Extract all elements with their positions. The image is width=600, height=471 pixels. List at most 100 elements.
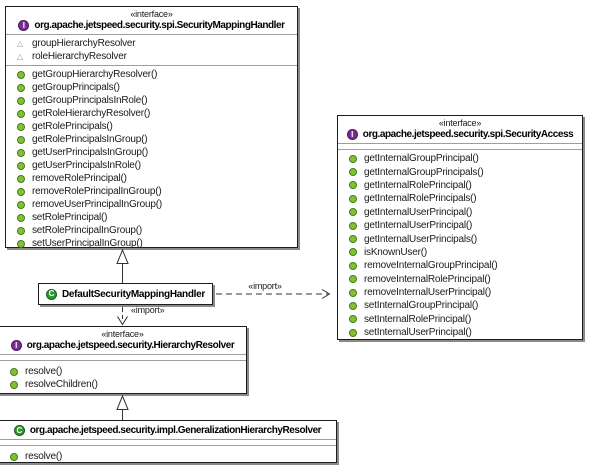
class-box-hierarchy-resolver[interactable]: «interface» I org.apache.jetspeed.securi…	[0, 326, 247, 394]
method-row: removeInternalGroupPrincipal()	[338, 259, 582, 272]
method-row: setInternalRolePrincipal()	[338, 313, 582, 326]
method-label: getInternalUserPrincipals()	[364, 233, 477, 245]
method-row: setRolePrincipal()	[6, 211, 297, 224]
class-title[interactable]: «interface» I org.apache.jetspeed.securi…	[6, 7, 297, 35]
method-label: getInternalUserPrincipal()	[364, 220, 473, 232]
method-row: getInternalGroupPrincipal()	[338, 152, 582, 165]
method-label: resolve()	[25, 451, 63, 462]
import-arrow-to-hierarchy-resolver	[117, 307, 128, 326]
method-icon	[17, 226, 25, 235]
attributes-compartment-empty	[0, 355, 246, 361]
method-icon	[17, 161, 25, 170]
class-box-security-mapping-handler[interactable]: «interface» I org.apache.jetspeed.securi…	[5, 6, 298, 250]
method-label: getGroupPrincipals()	[32, 82, 120, 93]
method-icon	[17, 70, 25, 79]
method-label: getRoleHierarchyResolver()	[32, 108, 151, 119]
method-icon	[17, 148, 25, 157]
method-icon	[10, 367, 18, 376]
method-icon	[17, 200, 25, 209]
method-row: getInternalRolePrincipals()	[338, 192, 582, 205]
methods-compartment: getInternalGroupPrincipal() getInternalG…	[338, 150, 582, 339]
stereotype-label: «interface»	[101, 329, 144, 339]
method-row: isKnownUser()	[338, 246, 582, 259]
method-label: resolveChildren()	[25, 379, 98, 390]
method-row: getRoleHierarchyResolver()	[6, 107, 297, 120]
method-icon	[17, 96, 25, 105]
method-icon	[349, 261, 357, 270]
method-icon	[17, 213, 25, 222]
method-icon	[10, 452, 18, 461]
method-row: getRolePrincipals()	[6, 120, 297, 133]
import-label-right: «import»	[248, 281, 282, 291]
method-row: setRolePrincipalInGroup()	[6, 224, 297, 237]
method-label: getInternalGroupPrincipals()	[364, 166, 484, 178]
method-row: getUserPrincipalsInGroup()	[6, 146, 297, 159]
class-name: DefaultSecurityMappingHandler	[62, 288, 205, 300]
methods-compartment: getGroupHierarchyResolver() getGroupPrin…	[6, 66, 297, 250]
method-row: resolve()	[0, 450, 336, 463]
class-title[interactable]: «interface» I org.apache.jetspeed.securi…	[0, 327, 246, 355]
method-row: getGroupPrincipals()	[6, 81, 297, 94]
method-icon	[17, 174, 25, 183]
method-row: getGroupHierarchyResolver()	[6, 68, 297, 81]
method-row: removeRolePrincipal()	[6, 172, 297, 185]
class-icon: C	[13, 425, 25, 436]
attribute-label: groupHierarchyResolver	[32, 38, 136, 49]
methods-compartment: resolve() resolveChildren()	[0, 361, 246, 391]
class-box-security-access[interactable]: «interface» I org.apache.jetspeed.securi…	[337, 115, 583, 340]
class-name: org.apache.jetspeed.security.HierarchyRe…	[26, 340, 235, 351]
method-label: setInternalRolePrincipal()	[364, 313, 472, 325]
method-label: getInternalRolePrincipals()	[364, 193, 477, 205]
method-icon	[349, 181, 357, 190]
method-label: removeInternalUserPrincipal()	[364, 287, 492, 299]
method-row: resolve()	[0, 365, 246, 378]
method-row: removeUserPrincipalInGroup()	[6, 198, 297, 211]
method-label: removeRolePrincipalInGroup()	[32, 186, 162, 197]
method-icon	[17, 122, 25, 131]
method-label: resolve()	[25, 366, 63, 377]
method-label: getGroupPrincipalsInRole()	[32, 95, 148, 106]
method-icon	[10, 380, 18, 389]
method-row: setInternalUserPrincipal()	[338, 326, 582, 339]
method-label: isKnownUser()	[364, 246, 427, 258]
import-label-down: «import»	[131, 305, 165, 315]
method-icon	[17, 187, 25, 196]
method-row: removeRolePrincipalInGroup()	[6, 185, 297, 198]
method-icon	[349, 154, 357, 163]
method-icon	[349, 315, 357, 324]
method-label: removeInternalRolePrincipal()	[364, 273, 491, 285]
class-icon: C	[46, 288, 57, 300]
method-label: removeRolePrincipal()	[32, 173, 127, 184]
attribute-icon	[17, 40, 25, 48]
method-label: getUserPrincipalsInRole()	[32, 160, 141, 171]
stereotype-label: «interface»	[130, 9, 173, 19]
method-row: getInternalUserPrincipals()	[338, 232, 582, 245]
method-row: resolveChildren()	[0, 378, 246, 391]
method-icon	[349, 221, 357, 230]
method-icon	[17, 83, 25, 92]
method-icon	[349, 328, 357, 337]
method-row: getGroupPrincipalsInRole()	[6, 94, 297, 107]
method-icon	[349, 208, 357, 217]
method-icon	[349, 275, 357, 284]
method-label: getInternalGroupPrincipal()	[364, 153, 479, 165]
class-title[interactable]: C org.apache.jetspeed.security.impl.Gene…	[0, 421, 336, 440]
realization-arrow-to-hierarchy-resolver	[116, 394, 129, 420]
method-label: getGroupHierarchyResolver()	[32, 69, 158, 80]
method-icon	[17, 135, 25, 144]
method-label: setRolePrincipal()	[32, 212, 108, 223]
method-label: getRolePrincipalsInGroup()	[32, 134, 148, 145]
class-name: org.apache.jetspeed.security.spi.Securit…	[34, 20, 285, 31]
class-box-default-security-mapping-handler[interactable]: C DefaultSecurityMappingHandler	[38, 283, 213, 305]
method-icon	[349, 288, 357, 297]
class-name: org.apache.jetspeed.security.spi.Securit…	[362, 129, 574, 140]
stereotype-label: «interface»	[438, 118, 482, 128]
method-label: setInternalUserPrincipal()	[364, 327, 472, 339]
attributes-compartment: groupHierarchyResolver roleHierarchyReso…	[6, 35, 297, 66]
attribute-row: groupHierarchyResolver	[6, 37, 297, 50]
class-box-generalization-hierarchy-resolver[interactable]: C org.apache.jetspeed.security.impl.Gene…	[0, 420, 337, 463]
class-title[interactable]: «interface» I org.apache.jetspeed.securi…	[338, 116, 582, 144]
method-icon	[17, 239, 25, 248]
method-label: getInternalRolePrincipal()	[364, 179, 472, 191]
